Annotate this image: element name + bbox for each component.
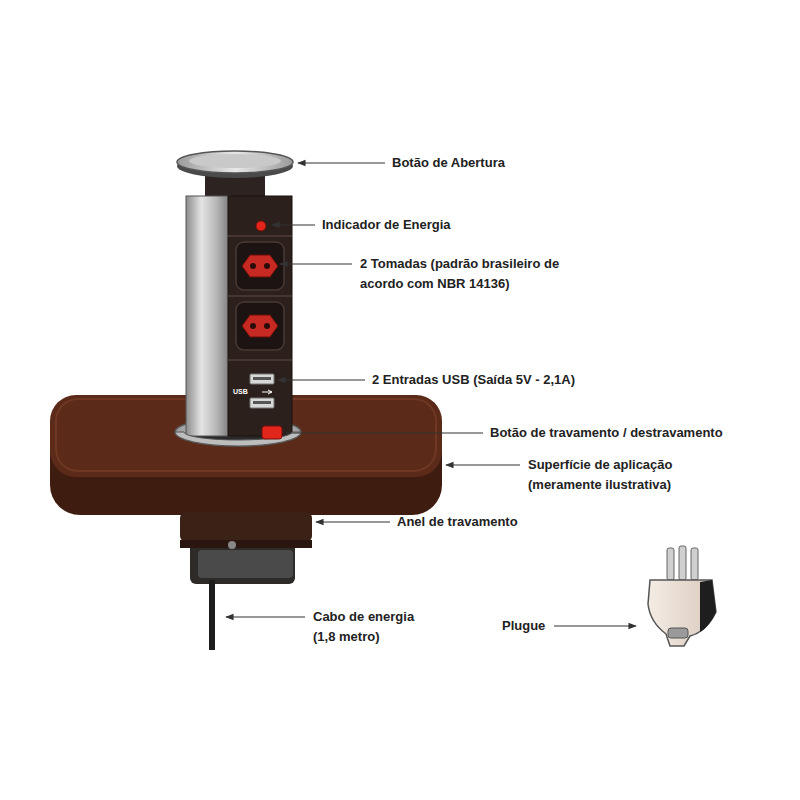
callout-label: Superfície de aplicação (meramente ilust…	[528, 455, 706, 495]
power-tower	[186, 168, 292, 436]
plug-icon	[648, 546, 716, 646]
power-cable	[209, 580, 215, 650]
callout-label: Cabo de energia (1,8 metro)	[313, 607, 435, 647]
callout-label: Anel de travamento	[397, 512, 518, 532]
callout-label: Botão de travamento / destravamento	[490, 423, 723, 443]
port-marking: USB	[233, 388, 248, 396]
leader-lines	[226, 163, 636, 626]
lock-button	[175, 426, 301, 446]
callout-label: 2 Entradas USB (Saída 5V - 2,1A)	[372, 370, 575, 390]
open-button	[177, 151, 293, 178]
callout-label: Plugue	[502, 616, 545, 636]
callout-label: Botão de Abertura	[392, 153, 505, 173]
locking-ring	[180, 512, 312, 584]
callout-label: 2 Tomadas (padrão brasileiro de acordo c…	[360, 254, 572, 294]
callout-label: Indicador de Energia	[322, 215, 451, 235]
